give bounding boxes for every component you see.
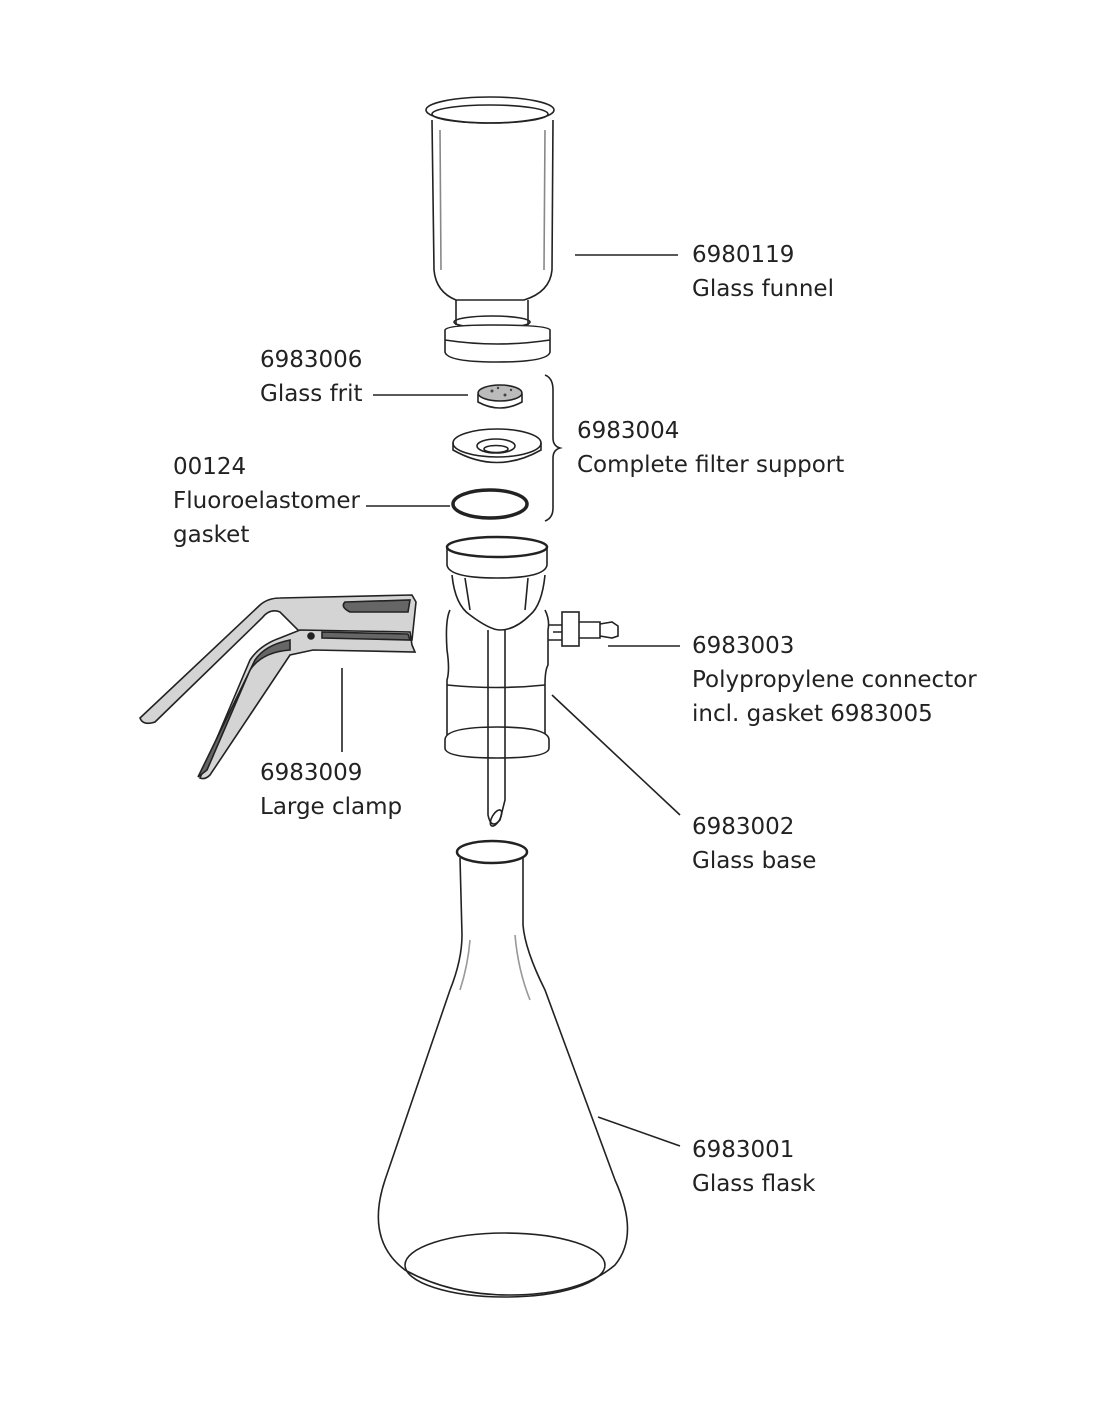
part-number: 6983006 bbox=[260, 347, 363, 373]
part-name: Complete filter support bbox=[577, 452, 845, 478]
flask-leader bbox=[597, 1116, 681, 1147]
glass-base bbox=[444, 535, 619, 827]
base-label: 6983002 Glass base bbox=[692, 810, 816, 878]
frit-label: 6983006 Glass frit bbox=[260, 343, 363, 411]
part-name: Glass flask bbox=[692, 1171, 816, 1197]
part-number: 6983009 bbox=[260, 760, 363, 786]
funnel-label: 6980119 Glass funnel bbox=[692, 238, 834, 306]
part-name: incl. gasket 6983005 bbox=[692, 701, 933, 727]
filter-support-label: 6983004 Complete filter support bbox=[577, 414, 844, 482]
large-clamp bbox=[139, 594, 417, 780]
filter-support bbox=[452, 428, 542, 464]
fluoroelastomer-gasket bbox=[451, 488, 529, 520]
clamp-label: 6983009 Large clamp bbox=[260, 756, 402, 824]
part-name: Polypropylene connector bbox=[692, 667, 977, 693]
part-name: Fluoroelastomer bbox=[173, 488, 361, 514]
part-name: Large clamp bbox=[260, 794, 403, 820]
part-name: Glass funnel bbox=[692, 276, 834, 302]
glass-flask bbox=[377, 839, 629, 1298]
part-number: 6983002 bbox=[692, 814, 795, 840]
part-name: gasket bbox=[173, 522, 250, 548]
part-number: 6983003 bbox=[692, 633, 795, 659]
connector-label: 6983003 Polypropylene connector incl. ga… bbox=[692, 629, 977, 731]
glass-funnel bbox=[425, 96, 555, 363]
filter-support-brace bbox=[544, 374, 563, 522]
base-leader bbox=[551, 694, 681, 816]
part-number: 6983001 bbox=[692, 1137, 795, 1163]
part-name: Glass base bbox=[692, 848, 817, 874]
part-number: 6983004 bbox=[577, 418, 680, 444]
part-number: 00124 bbox=[173, 454, 247, 480]
part-number: 6980119 bbox=[692, 242, 795, 268]
flask-label: 6983001 Glass flask bbox=[692, 1133, 815, 1201]
gasket-label: 00124 Fluoroelastomer gasket bbox=[173, 450, 360, 552]
part-name: Glass frit bbox=[260, 381, 363, 407]
glass-frit bbox=[477, 384, 523, 409]
